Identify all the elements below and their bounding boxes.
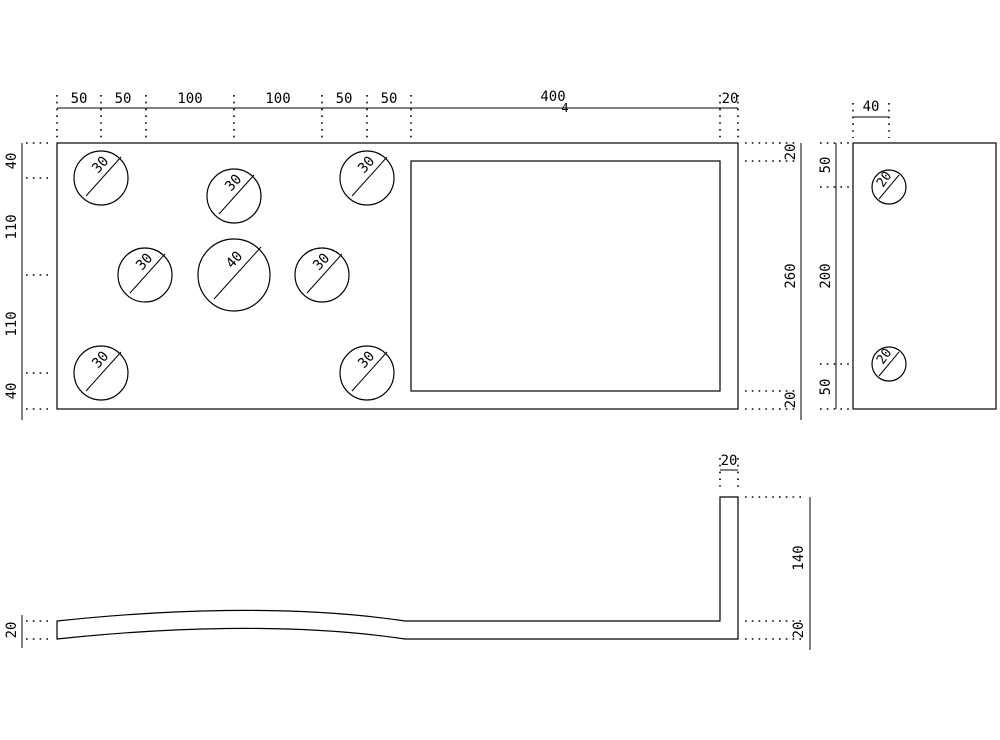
dim-label: 50	[115, 91, 132, 107]
dim-label: 140	[791, 545, 807, 570]
dim-label: 100	[265, 91, 290, 107]
dim-label: 20	[721, 453, 738, 469]
dim-label: 50	[336, 91, 353, 107]
hole-1: 30	[73, 150, 129, 206]
hole-7: 30	[73, 345, 129, 401]
hole-5-large: 40	[197, 238, 271, 312]
dim-label: 50	[818, 157, 834, 174]
window-cutout	[410, 160, 721, 392]
elevation-view: 20 140 20 20	[4, 453, 811, 650]
plate-outline	[56, 142, 739, 410]
hole-diameter-label: 30	[355, 153, 378, 176]
hole-diameter-label: 30	[310, 250, 333, 273]
dim-label: 20	[783, 144, 799, 161]
hole-diameter-label: 30	[355, 348, 378, 371]
dim-label: 50	[381, 91, 398, 107]
hole-4: 30	[117, 247, 173, 303]
hole-diameter-label: 30	[133, 250, 156, 273]
hole-6: 30	[294, 247, 350, 303]
top-dimension-chain: 50 50 100 100 50 50 400 4 20	[56, 89, 739, 138]
hole-3: 30	[339, 150, 395, 206]
dim-label: 110	[4, 214, 20, 239]
right-dimension-chain: 20 260 20	[745, 142, 802, 420]
hole-diameter-label: 30	[89, 348, 112, 371]
hole-diameter-label: 20	[874, 346, 895, 367]
dim-label: 40	[4, 153, 20, 170]
side-hole-top: 20	[871, 169, 907, 205]
dim-label: 20	[783, 392, 799, 409]
hole-2: 30	[206, 168, 262, 224]
front-view: 30 30 30 30 40 30 30	[56, 142, 739, 410]
hole-8: 30	[339, 345, 395, 401]
hole-diameter-label: 30	[89, 153, 112, 176]
side-plate-outline	[852, 142, 997, 410]
left-dimension-chain: 40 110 110 40	[4, 142, 52, 420]
dim-label: 20	[791, 622, 807, 639]
hole-diameter-label: 40	[223, 248, 246, 271]
dim-label: 260	[783, 263, 799, 288]
bent-profile	[56, 496, 739, 640]
dim-label: 40	[863, 99, 880, 115]
dim-label: 20	[722, 91, 739, 107]
hole-diameter-label: 20	[874, 169, 895, 190]
dim-label: 110	[4, 311, 20, 336]
dim-sub-label: 4	[561, 101, 568, 115]
side-hole-bottom: 20	[871, 346, 907, 382]
dim-label: 40	[4, 383, 20, 400]
dim-label: 50	[71, 91, 88, 107]
hole-diameter-label: 30	[222, 171, 245, 194]
dim-label: 50	[818, 379, 834, 396]
dim-label: 100	[177, 91, 202, 107]
dim-label: 400	[540, 89, 565, 105]
side-view: 40 50 200 50 20 20	[818, 99, 997, 410]
dim-label: 200	[818, 263, 834, 288]
dim-label: 20	[4, 622, 20, 639]
